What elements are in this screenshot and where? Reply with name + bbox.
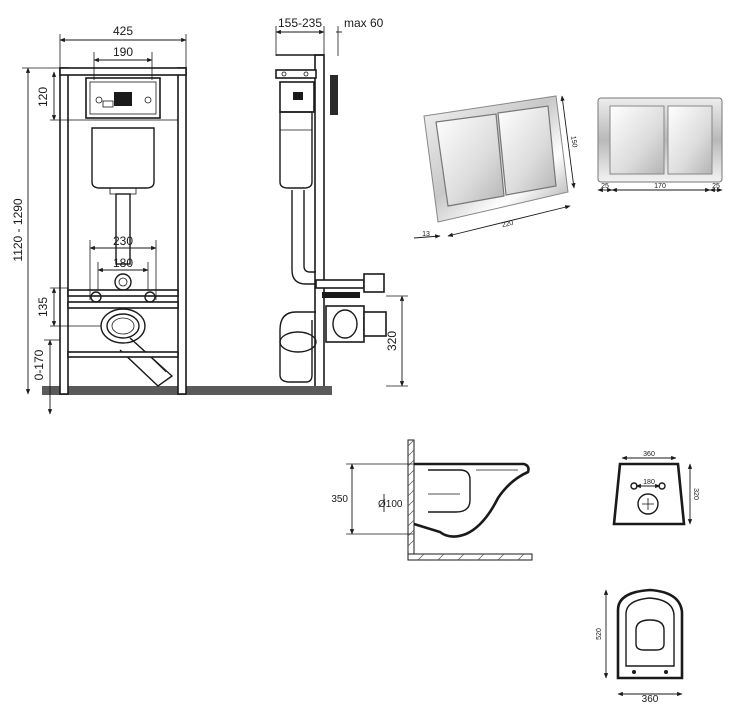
flush-plate-front: 25 170 25 bbox=[597, 97, 723, 193]
foot-range-label: 0-170 bbox=[32, 349, 46, 380]
max-wall-label: max 60 bbox=[344, 16, 384, 30]
width-425-label: 425 bbox=[113, 24, 133, 38]
button-span-label: 170 bbox=[654, 183, 666, 190]
right-margin-label: 25 bbox=[712, 183, 720, 190]
bowl-back-view: 360 180 320 bbox=[612, 451, 699, 526]
back-stud-spacing-label: 180 bbox=[643, 479, 655, 486]
top-length-label: 520 bbox=[596, 628, 603, 640]
pipe-diameter-label: Ø100 bbox=[378, 499, 403, 510]
bowl-top-view: 520 360 bbox=[596, 588, 684, 705]
depth-range-label: 155-235 bbox=[278, 16, 322, 30]
flush-plate-perspective: 220 150 13 bbox=[413, 95, 578, 239]
side-view: 155-235 max 60 320 bbox=[275, 16, 408, 395]
plate-height-label: 150 bbox=[569, 136, 578, 149]
stud-outer-label: 230 bbox=[113, 234, 133, 248]
front-view: 425 190 120 1120 - 1290 230 180 135 0-17… bbox=[11, 24, 322, 415]
top-offset-label: 120 bbox=[36, 87, 50, 107]
plate-width-label: 220 bbox=[501, 220, 514, 230]
outlet-offset-label: 135 bbox=[36, 297, 50, 317]
cistern-width-label: 190 bbox=[113, 45, 133, 59]
height-range-label: 1120 - 1290 bbox=[11, 198, 25, 261]
plate-depth-label: 13 bbox=[422, 231, 430, 238]
left-margin-label: 25 bbox=[601, 183, 609, 190]
stud-inner-label: 180 bbox=[113, 256, 133, 270]
top-width-label: 360 bbox=[642, 694, 659, 705]
back-width-label: 360 bbox=[643, 451, 655, 458]
bowl-height-label: 350 bbox=[331, 494, 348, 505]
bowl-side-section: 350 Ø100 bbox=[331, 439, 533, 561]
back-depth-label: 320 bbox=[692, 488, 699, 500]
outlet-height-label: 320 bbox=[385, 331, 399, 351]
